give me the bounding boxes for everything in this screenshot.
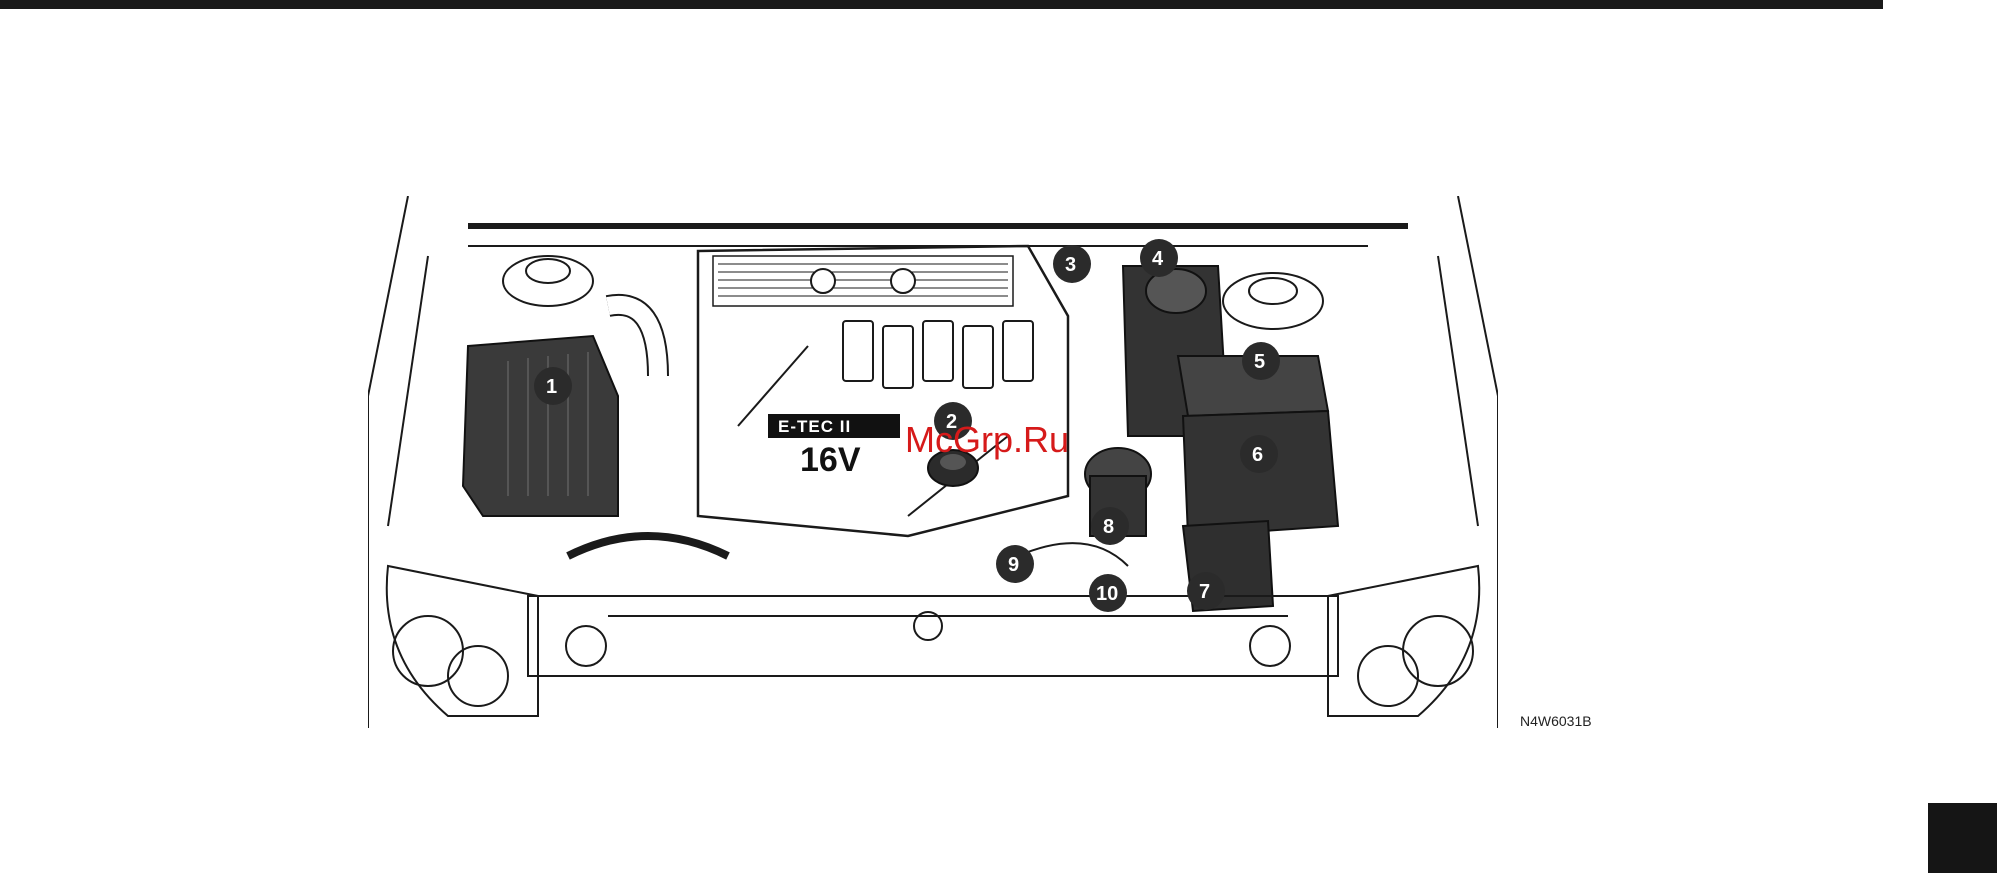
top-rule xyxy=(0,0,1883,9)
engine-badge-16v: 16V xyxy=(800,441,861,479)
svg-text:6: 6 xyxy=(1252,444,1263,466)
callout-8: 8 xyxy=(1091,507,1129,545)
callout-5: 5 xyxy=(1242,342,1280,380)
figure-code: N4W6031B xyxy=(1520,713,1592,729)
callout-6: 6 xyxy=(1240,435,1278,473)
callout-4: 4 xyxy=(1140,239,1178,277)
callout-1: 1 xyxy=(534,367,572,405)
svg-text:5: 5 xyxy=(1254,351,1265,373)
svg-text:8: 8 xyxy=(1103,516,1114,538)
callout-7: 7 xyxy=(1187,572,1225,610)
page-tab-marker xyxy=(1928,803,1997,873)
engine-bay-illustration: E-TEC II 16V xyxy=(368,196,1498,728)
air-cleaner-box xyxy=(463,336,618,516)
watermark-text: McGrp.Ru xyxy=(905,419,1069,460)
callout-10: 10 xyxy=(1089,574,1127,612)
svg-text:9: 9 xyxy=(1008,554,1019,576)
callout-3: 3 xyxy=(1053,245,1091,283)
svg-text:3: 3 xyxy=(1065,254,1076,276)
svg-text:7: 7 xyxy=(1199,581,1210,603)
engine-badge-label: E-TEC II xyxy=(778,417,851,436)
svg-text:10: 10 xyxy=(1096,583,1118,605)
svg-text:4: 4 xyxy=(1152,248,1164,270)
callout-9: 9 xyxy=(996,545,1034,583)
svg-text:1: 1 xyxy=(546,376,557,398)
